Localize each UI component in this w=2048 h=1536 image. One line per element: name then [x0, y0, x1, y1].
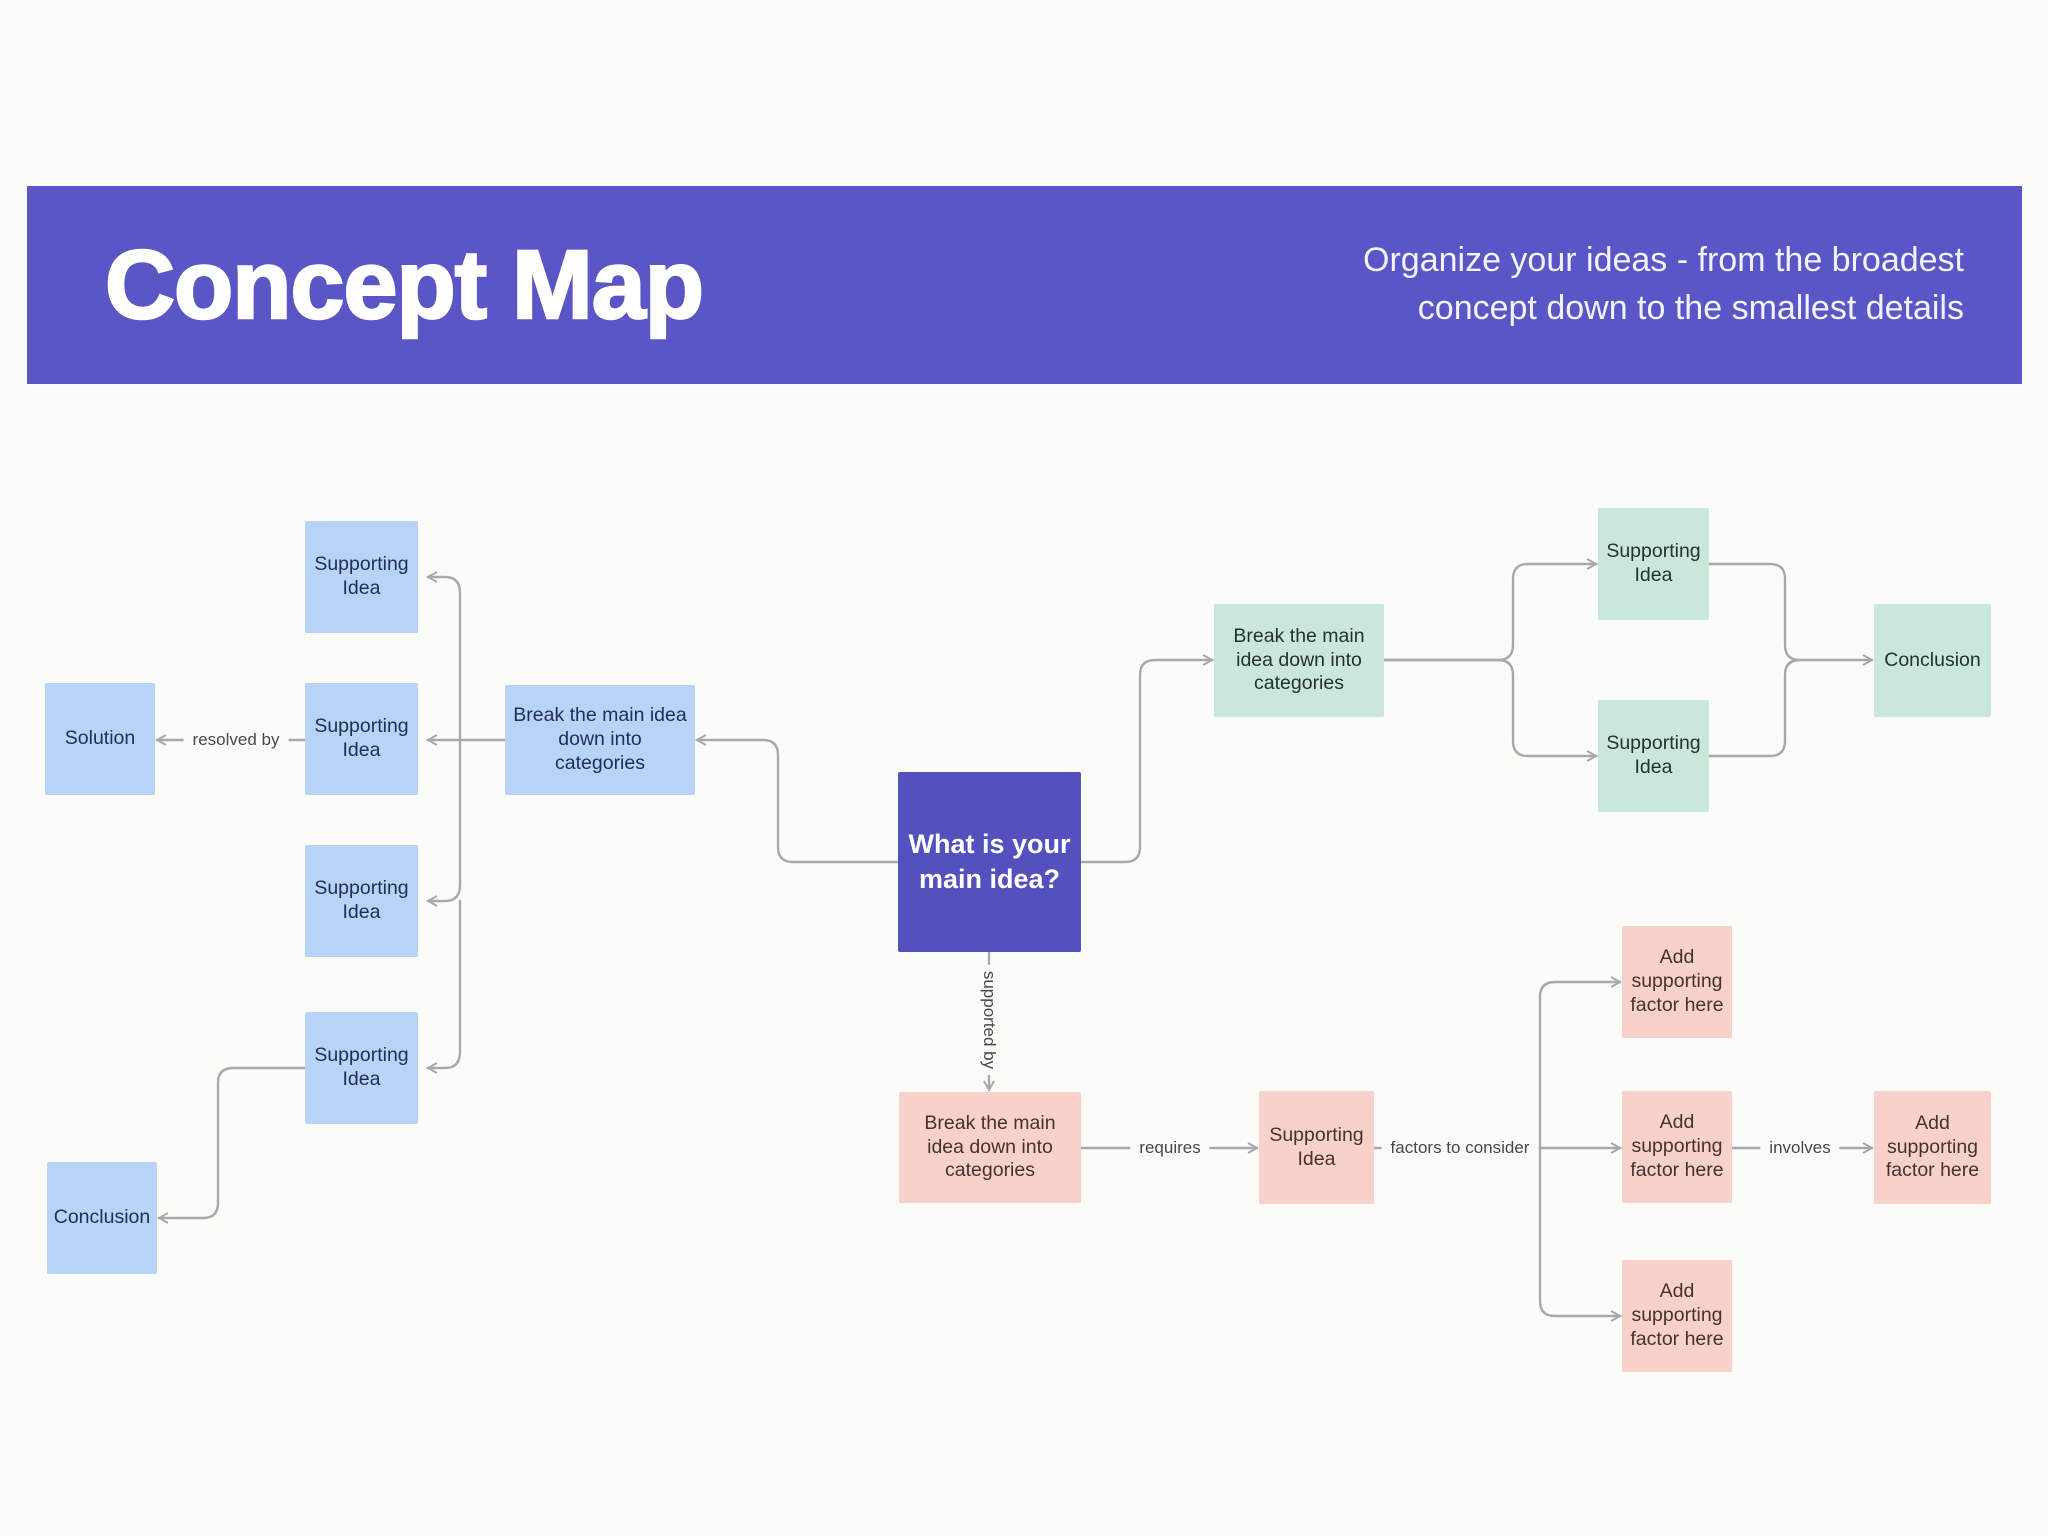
connector-breakright-to-si-bottom: [1382, 658, 1599, 762]
node-label: Add supporting factor here: [1630, 1280, 1724, 1350]
node-label: Supporting Idea: [1269, 1123, 1364, 1170]
header-banner: Concept Map Organize your ideas - from t…: [27, 186, 2022, 384]
node-main-idea[interactable]: What is your main idea?: [898, 772, 1081, 952]
node-conclusion-right[interactable]: Conclusion: [1874, 604, 1991, 717]
connector-trunk-to-si3: [425, 738, 462, 907]
node-label: Supporting Idea: [1606, 732, 1701, 778]
node-break-down-right[interactable]: Break the main idea down into categories: [1214, 604, 1384, 717]
connector-breakright-to-si-top: [1382, 558, 1599, 662]
node-label: Add supporting factor here: [1630, 1111, 1724, 1181]
node-add-factor-middle[interactable]: Add supporting factor here: [1622, 1091, 1732, 1203]
node-solution[interactable]: Solution: [45, 683, 155, 795]
node-label: Add supporting factor here: [1885, 1111, 1980, 1182]
node-label: What is your main idea?: [908, 828, 1071, 894]
connector-trunk-to-si1: [425, 571, 462, 742]
node-conclusion-left[interactable]: Conclusion: [47, 1162, 157, 1274]
edge-label-requires[interactable]: requires: [1130, 1136, 1210, 1160]
edge-label-involves[interactable]: involves: [1760, 1136, 1840, 1160]
node-supporting-idea-right-top[interactable]: Supporting Idea: [1598, 508, 1709, 620]
connector-si-bottom-merge: [1707, 658, 1802, 758]
connector-trunk-to-factor-bottom: [1538, 1146, 1623, 1322]
connector-si4-to-conclusion-left: [156, 1066, 307, 1224]
node-break-down-left[interactable]: Break the main idea down into categories: [505, 685, 695, 795]
node-label: Conclusion: [53, 1206, 151, 1229]
node-label: Supporting Idea: [1606, 540, 1701, 586]
node-add-factor-top[interactable]: Add supporting factor here: [1622, 926, 1732, 1038]
connector-trunk-to-factor-top: [1538, 976, 1623, 1150]
node-label: Break the main idea down into categories: [1233, 624, 1365, 695]
node-supporting-idea-left-4[interactable]: Supporting Idea: [305, 1012, 418, 1124]
node-supporting-idea-right-bottom[interactable]: Supporting Idea: [1598, 700, 1709, 812]
edge-label-supported-by[interactable]: supported by: [977, 964, 1001, 1076]
edge-label-resolved-by[interactable]: resolved by: [183, 728, 289, 752]
connector-main-to-break-left: [694, 734, 900, 864]
connector-trunk-to-si4: [425, 899, 462, 1074]
node-supporting-idea-left-3[interactable]: Supporting Idea: [305, 845, 418, 957]
node-label: Conclusion: [1884, 648, 1981, 671]
node-supporting-idea-left-2[interactable]: Supporting Idea: [305, 683, 418, 795]
node-label: Break the main idea down into categories: [513, 704, 687, 774]
node-break-down-bottom[interactable]: Break the main idea down into categories: [899, 1092, 1081, 1203]
node-label: Supporting Idea: [314, 1044, 409, 1090]
page-title: Concept Map: [104, 229, 705, 341]
node-label: Break the main idea down into categories: [924, 1111, 1056, 1182]
node-label: Supporting Idea: [314, 715, 409, 761]
node-label: Supporting Idea: [314, 553, 409, 599]
connector-si-top-to-conclusion-right: [1707, 562, 1875, 666]
node-add-factor-right[interactable]: Add supporting factor here: [1874, 1091, 1991, 1204]
page-subtitle: Organize your ideas - from the broadest …: [1363, 241, 1964, 327]
node-add-factor-bottom[interactable]: Add supporting factor here: [1622, 1260, 1732, 1372]
edge-label-factors-to-consider[interactable]: factors to consider: [1381, 1136, 1539, 1160]
node-label: Solution: [64, 727, 136, 750]
node-label: Add supporting factor here: [1630, 946, 1724, 1016]
node-supporting-idea-bottom[interactable]: Supporting Idea: [1259, 1091, 1374, 1204]
node-label: Supporting Idea: [314, 877, 409, 923]
node-supporting-idea-left-1[interactable]: Supporting Idea: [305, 521, 418, 633]
connector-main-to-break-right: [1079, 654, 1215, 864]
